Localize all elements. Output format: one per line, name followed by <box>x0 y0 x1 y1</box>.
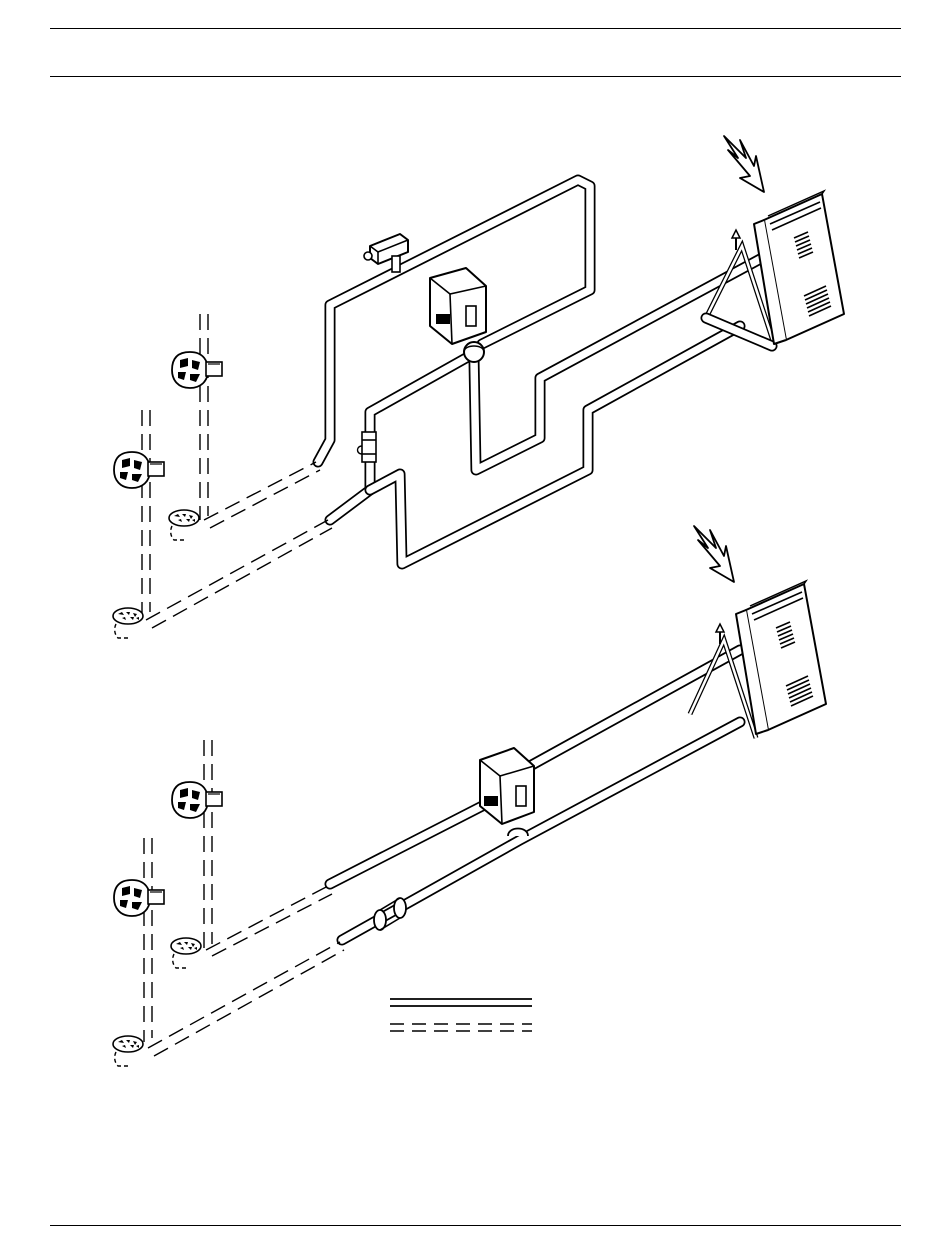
figure-bottom <box>113 526 826 1066</box>
pump <box>464 342 484 362</box>
legend <box>390 999 532 1031</box>
sun-ray-arrow <box>724 136 764 192</box>
hot-outlet-shutoff-valve[interactable] <box>114 452 164 488</box>
sun-ray-arrow <box>694 526 734 582</box>
cold-supply-shutoff-valve[interactable] <box>172 352 222 388</box>
hot-outlet-shutoff-valve[interactable] <box>114 880 164 916</box>
dashed-building-piping-bottom <box>144 740 344 1056</box>
drain-valve[interactable] <box>113 1036 143 1066</box>
dashed-building-piping-top <box>142 314 332 628</box>
figure-top <box>113 136 844 638</box>
legend-solid-line-symbol <box>390 999 532 1006</box>
check-valve-small <box>358 432 377 462</box>
drain-valve[interactable] <box>171 938 201 968</box>
cold-supply-shutoff-valve[interactable] <box>172 782 222 818</box>
legend-dashed-line-symbol <box>390 1024 532 1031</box>
storage-tank-control-box <box>480 748 534 836</box>
drain-valve[interactable] <box>113 608 143 638</box>
storage-tank-control-box <box>430 268 486 344</box>
drain-valve[interactable] <box>169 510 199 540</box>
